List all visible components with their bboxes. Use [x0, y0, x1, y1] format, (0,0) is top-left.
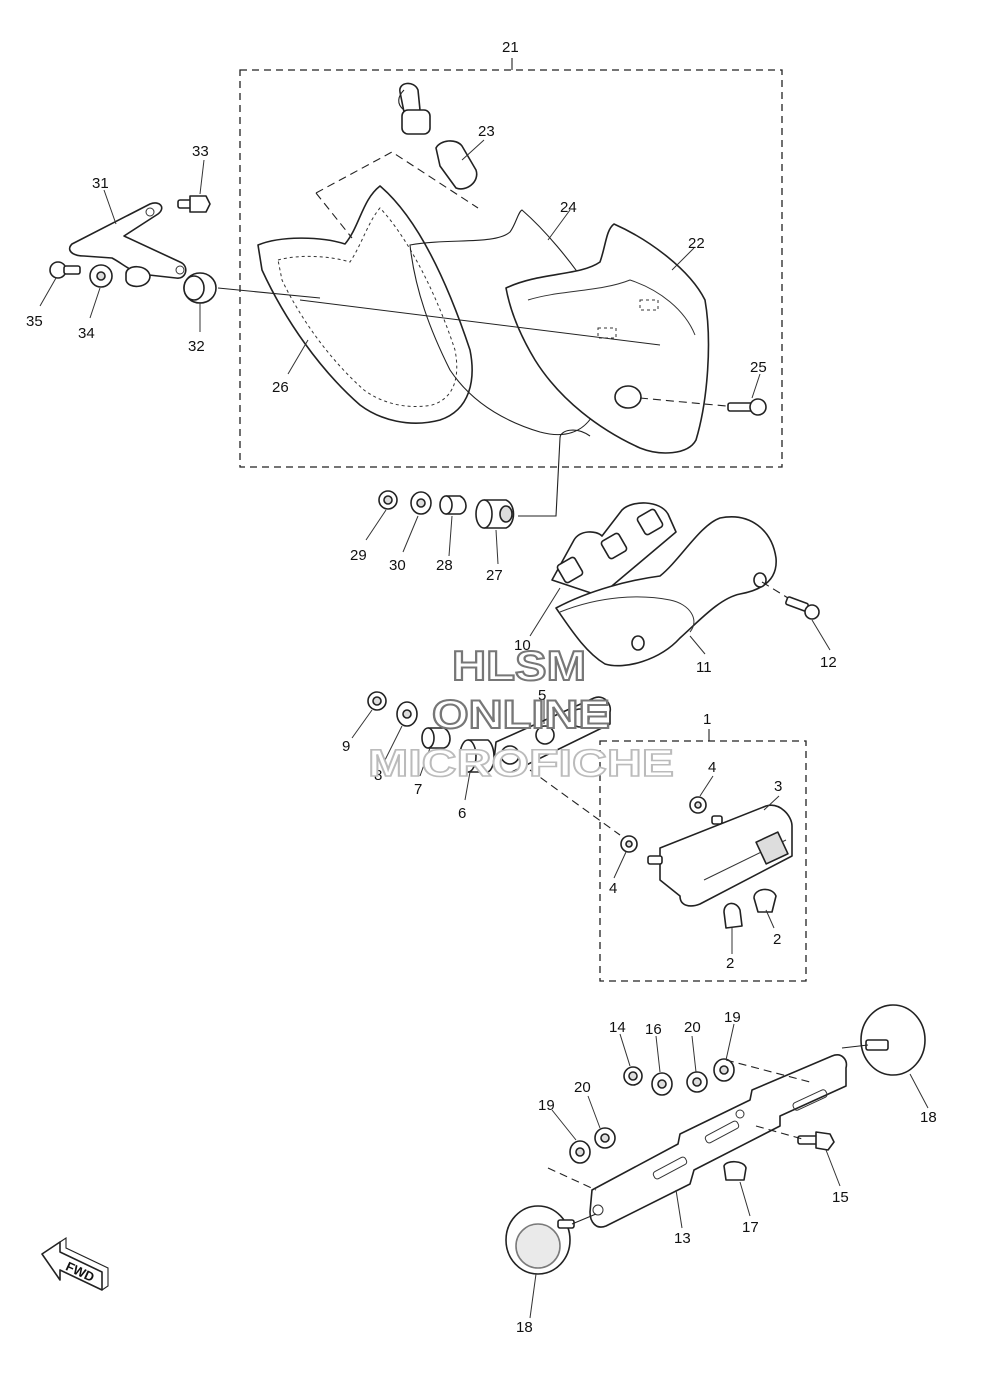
fwd-label: FWD — [64, 1259, 97, 1285]
part-14-nut[interactable] — [623, 1066, 643, 1086]
part-5-mounting-plate[interactable] — [493, 696, 612, 774]
label-9: 9 — [342, 738, 350, 755]
watermark-line-2: ONLINE — [432, 693, 610, 737]
label-14: 14 — [609, 1019, 626, 1036]
label-18-left: 18 — [516, 1319, 533, 1336]
label-2-lower: 2 — [726, 955, 734, 972]
part-19-washer-lower[interactable] — [569, 1140, 591, 1164]
part-15-bolt[interactable] — [797, 1131, 835, 1151]
part-23-bulb[interactable] — [398, 82, 478, 190]
label-22: 22 — [688, 235, 705, 252]
part-28-collar[interactable] — [439, 495, 467, 515]
label-19-lower: 19 — [538, 1097, 555, 1114]
part-20-collar-lower[interactable] — [594, 1127, 616, 1149]
label-21: 21 — [502, 39, 519, 56]
label-29: 29 — [350, 547, 367, 564]
watermark-line-3: MICROFICHE — [368, 743, 674, 785]
part-35-bolt[interactable] — [49, 261, 81, 279]
label-11: 11 — [696, 659, 712, 676]
label-4-upper: 4 — [708, 759, 716, 776]
watermark-line-1: HLSM — [452, 642, 586, 689]
assembly-box-21 — [239, 69, 783, 468]
label-35: 35 — [26, 313, 43, 330]
label-12: 12 — [820, 654, 837, 671]
label-7: 7 — [414, 781, 422, 798]
part-33-bolt[interactable] — [177, 195, 211, 213]
part-13-reflector-bracket[interactable] — [589, 1054, 848, 1228]
label-33: 33 — [192, 143, 209, 160]
label-17: 17 — [742, 1219, 759, 1236]
part-18-reflector-right[interactable] — [841, 1004, 926, 1076]
label-5: 5 — [538, 687, 546, 704]
label-19-upper: 19 — [724, 1009, 741, 1026]
part-18-reflector-left[interactable] — [505, 1205, 597, 1275]
label-20-lower: 20 — [574, 1079, 591, 1096]
part-19-washer-upper[interactable] — [713, 1058, 735, 1082]
part-9-nut[interactable] — [367, 691, 387, 711]
part-2-bulb-b[interactable] — [753, 888, 777, 913]
label-16: 16 — [645, 1021, 662, 1038]
label-8: 8 — [374, 767, 382, 784]
part-12-screw[interactable] — [785, 596, 820, 620]
part-8-washer[interactable] — [396, 701, 418, 727]
part-11-tail-housing[interactable] — [555, 516, 777, 667]
part-4-nut-lower[interactable] — [620, 835, 638, 853]
label-15: 15 — [832, 1189, 849, 1206]
label-25: 25 — [750, 359, 767, 376]
label-28: 28 — [436, 557, 453, 574]
label-13: 13 — [674, 1230, 691, 1247]
part-20-collar-upper[interactable] — [686, 1071, 708, 1093]
part-7-collar[interactable] — [421, 727, 451, 749]
label-26: 26 — [272, 379, 289, 396]
label-3: 3 — [774, 778, 782, 795]
part-31-bracket[interactable] — [68, 202, 187, 288]
part-17-plug[interactable] — [723, 1160, 747, 1181]
part-26-headlight-rim[interactable] — [257, 185, 473, 424]
part-27-grommet[interactable] — [475, 499, 515, 529]
part-25-screw[interactable] — [727, 398, 767, 416]
part-10-bracket[interactable] — [551, 502, 677, 597]
part-3-tail-light[interactable] — [647, 804, 793, 907]
label-24: 24 — [560, 199, 577, 216]
label-10: 10 — [514, 637, 531, 654]
label-4-lower: 4 — [609, 880, 617, 897]
label-6-left: 6 — [458, 805, 466, 822]
part-2-bulb-a[interactable] — [723, 902, 743, 929]
label-2-right: 2 — [773, 931, 781, 948]
assembly-box-1 — [599, 740, 807, 982]
part-30-washer[interactable] — [410, 491, 432, 515]
part-6-grommet[interactable] — [459, 739, 495, 773]
part-29-nut[interactable] — [378, 490, 398, 510]
part-16-washer[interactable] — [651, 1072, 673, 1096]
label-34: 34 — [78, 325, 95, 342]
label-27: 27 — [486, 567, 503, 584]
label-1: 1 — [703, 711, 711, 728]
fwd-arrow-icon: FWD — [41, 1236, 109, 1291]
label-23: 23 — [478, 123, 495, 140]
label-18-right: 18 — [920, 1109, 937, 1126]
part-32-grommet[interactable] — [183, 272, 217, 304]
label-31: 31 — [92, 175, 109, 192]
label-32: 32 — [188, 338, 205, 355]
label-20-upper: 20 — [684, 1019, 701, 1036]
part-4-nut-upper[interactable] — [689, 796, 707, 814]
part-34-washer[interactable] — [89, 264, 113, 288]
label-30: 30 — [389, 557, 406, 574]
